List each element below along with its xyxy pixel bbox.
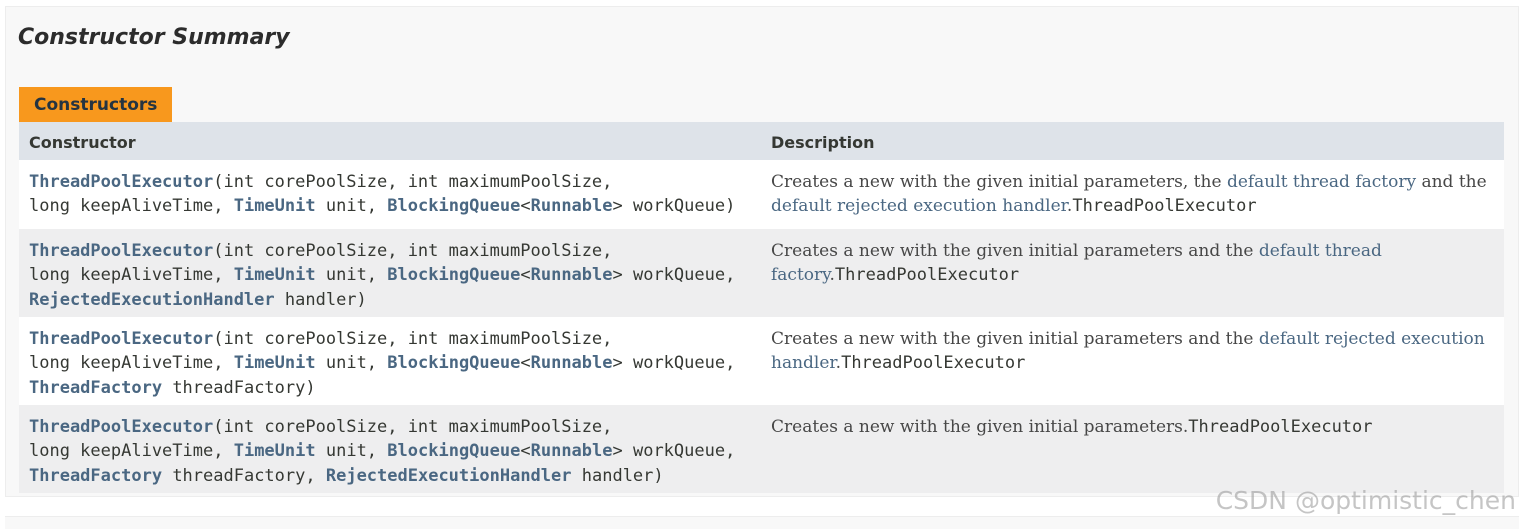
description-text: Creates a new with the given initial par…: [771, 172, 1222, 192]
description-text: Creates a new with the given initial par…: [771, 241, 1254, 261]
constructor-link[interactable]: ThreadPoolExecutor: [29, 329, 214, 349]
description-text: Creates a new with the given initial par…: [771, 417, 1189, 437]
signature-text: (int corePoolSize, int maximumPoolSize,: [213, 329, 613, 349]
signature-text: <: [520, 265, 531, 286]
class-name-code: ThreadPoolExecutor: [1188, 417, 1373, 437]
constructor-signature: ThreadPoolExecutor(int corePoolSize, int…: [19, 317, 761, 405]
constructor-signature: ThreadPoolExecutor(int corePoolSize, int…: [19, 160, 761, 229]
signature-text: long keepAliveTime,: [29, 441, 224, 462]
signature-text: (int corePoolSize, int maximumPoolSize,: [213, 417, 613, 437]
description-text: .: [829, 265, 835, 285]
signature-text: handler): [581, 465, 664, 486]
column-header-constructor: Constructor: [29, 133, 136, 152]
signature-text: > workQueue,: [612, 265, 736, 286]
type-link-threadfactory[interactable]: ThreadFactory: [29, 465, 163, 486]
type-link-timeunit[interactable]: TimeUnit: [233, 441, 316, 462]
type-link-timeunit[interactable]: TimeUnit: [233, 353, 316, 374]
constructor-table: Constructor Description ThreadPoolExecut…: [19, 122, 1504, 493]
signature-text: <: [520, 196, 531, 217]
signature-text: threadFactory): [172, 377, 316, 398]
constructor-summary-section: Constructor Summary Constructors Constru…: [5, 6, 1519, 497]
type-link-rejectedexecutionhandler[interactable]: RejectedExecutionHandler: [325, 465, 572, 486]
type-link-runnable[interactable]: Runnable: [530, 265, 613, 286]
signature-text: <: [520, 441, 531, 462]
constructor-description: Creates a new with the given initial par…: [761, 317, 1504, 405]
signature-text: > workQueue,: [612, 441, 736, 462]
type-link-runnable[interactable]: Runnable: [530, 353, 613, 374]
constructor-description: Creates a new with the given initial par…: [761, 229, 1504, 317]
constructor-description: Creates a new with the given initial par…: [761, 405, 1504, 493]
constructor-signature: ThreadPoolExecutor(int corePoolSize, int…: [19, 405, 761, 493]
type-link-blockingqueue[interactable]: BlockingQueue: [387, 353, 521, 374]
signature-text: unit,: [325, 441, 378, 462]
type-link-runnable[interactable]: Runnable: [530, 196, 613, 217]
signature-text: > workQueue): [612, 196, 736, 217]
constructor-signature: ThreadPoolExecutor(int corePoolSize, int…: [19, 229, 761, 317]
tab-constructors[interactable]: Constructors: [19, 87, 173, 122]
link-default-thread-factory[interactable]: default thread factory: [771, 241, 1382, 285]
type-link-blockingqueue[interactable]: BlockingQueue: [387, 441, 521, 462]
signature-text: long keepAliveTime,: [29, 196, 224, 217]
signature-text: long keepAliveTime,: [29, 353, 224, 374]
signature-text: long keepAliveTime,: [29, 265, 224, 286]
signature-text: handler): [284, 289, 367, 310]
signature-text: (int corePoolSize, int maximumPoolSize,: [213, 241, 613, 261]
signature-text: unit,: [325, 265, 378, 286]
type-link-timeunit[interactable]: TimeUnit: [233, 196, 316, 217]
watermark: CSDN @optimistic_chen: [1215, 486, 1516, 515]
description-text: and the: [1421, 172, 1487, 192]
link-default-rejected-execution-handler[interactable]: default rejected execution handler: [771, 196, 1067, 216]
description-text: .: [1066, 196, 1073, 216]
signature-text: <: [520, 353, 531, 374]
type-link-blockingqueue[interactable]: BlockingQueue: [387, 196, 521, 217]
class-name-code: ThreadPoolExecutor: [834, 265, 1020, 285]
table-row: ThreadPoolExecutor(int corePoolSize, int…: [19, 160, 1504, 229]
type-link-rejectedexecutionhandler[interactable]: RejectedExecutionHandler: [29, 289, 275, 310]
constructor-link[interactable]: ThreadPoolExecutor: [29, 417, 214, 437]
class-name-code: ThreadPoolExecutor: [1072, 196, 1257, 216]
next-section-edge: [5, 516, 1519, 529]
link-default-thread-factory[interactable]: default thread factory: [1226, 172, 1417, 192]
type-link-blockingqueue[interactable]: BlockingQueue: [387, 265, 521, 286]
section-title: Constructor Summary: [18, 25, 290, 50]
description-text: .: [835, 353, 842, 373]
constructor-link[interactable]: ThreadPoolExecutor: [29, 172, 214, 192]
signature-text: unit,: [325, 353, 378, 374]
table-row: ThreadPoolExecutor(int corePoolSize, int…: [19, 229, 1504, 317]
type-link-timeunit[interactable]: TimeUnit: [233, 265, 316, 286]
signature-text: (int corePoolSize, int maximumPoolSize,: [213, 172, 613, 192]
class-name-code: ThreadPoolExecutor: [841, 353, 1026, 373]
type-link-threadfactory[interactable]: ThreadFactory: [29, 377, 163, 398]
table-header: Constructor Description: [19, 122, 1504, 160]
column-header-description: Description: [771, 133, 875, 152]
table-row: ThreadPoolExecutor(int corePoolSize, int…: [19, 317, 1504, 405]
type-link-runnable[interactable]: Runnable: [530, 441, 613, 462]
table-row: ThreadPoolExecutor(int corePoolSize, int…: [19, 405, 1504, 493]
signature-text: unit,: [325, 196, 378, 217]
signature-text: threadFactory,: [172, 465, 316, 486]
description-text: Creates a new with the given initial par…: [771, 329, 1254, 349]
link-default-rejected-execution-handler[interactable]: default rejected execution handler: [771, 329, 1485, 373]
constructor-link[interactable]: ThreadPoolExecutor: [29, 241, 214, 261]
constructor-description: Creates a new with the given initial par…: [761, 160, 1504, 229]
signature-text: > workQueue,: [612, 353, 736, 374]
